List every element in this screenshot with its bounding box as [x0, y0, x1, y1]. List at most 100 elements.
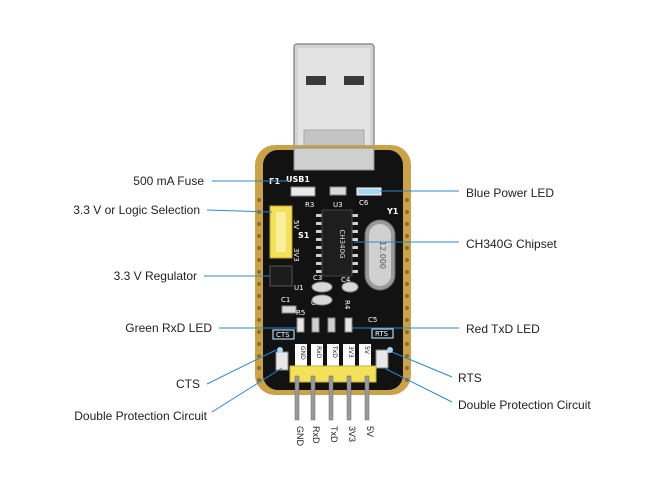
usb-hole-left	[306, 76, 326, 85]
callout-cts: CTS	[176, 377, 200, 391]
edge-hole	[405, 234, 409, 238]
cts-pad	[277, 347, 283, 353]
edge-hole	[257, 246, 261, 250]
leader-cts	[206, 349, 277, 385]
label-u1: U1	[294, 284, 304, 292]
label-sel-5v: 5V	[292, 220, 300, 229]
leader-protection-right	[385, 368, 453, 403]
chip-pin	[316, 254, 322, 257]
leader-logic	[206, 209, 273, 213]
callout-blue-led: Blue Power LED	[466, 186, 554, 200]
edge-hole	[405, 198, 409, 202]
chip-pin	[316, 262, 322, 265]
chip-pin	[316, 222, 322, 225]
chip-pin	[352, 270, 358, 273]
callout-red-led: Red TxD LED	[466, 322, 540, 336]
callout-protection-left: Double Protection Circuit	[74, 409, 207, 423]
resistor-r-rx	[311, 317, 320, 333]
chip-pin	[352, 262, 358, 265]
crystal: 12.000	[364, 219, 396, 291]
capacitor-c3	[311, 281, 333, 293]
edge-hole	[405, 366, 409, 370]
chip-pin	[352, 254, 358, 257]
protection-diode-right	[375, 349, 389, 369]
edge-hole	[257, 354, 261, 358]
chip-pin	[316, 230, 322, 233]
chip-pin	[352, 214, 358, 217]
edge-hole	[257, 282, 261, 286]
pcb-board: USB1 F1 R3 U3 C6 Y1 5V 3V3 S1 CH340G 12.…	[255, 145, 411, 421]
tile-5v	[359, 344, 371, 366]
chip-pin	[316, 214, 322, 217]
pin-label-txd: TxD	[329, 426, 339, 443]
chip-pin	[352, 222, 358, 225]
usb-hole-right	[344, 76, 364, 85]
tile-text-rxd: RxD	[315, 346, 322, 359]
label-rts: RTS	[375, 330, 389, 338]
label-s1: S1	[298, 231, 310, 240]
edge-hole	[405, 306, 409, 310]
chip-pins	[316, 214, 358, 273]
fuse	[290, 186, 316, 197]
edge-hole	[405, 270, 409, 274]
edge-hole	[405, 354, 409, 358]
tile-3v3	[343, 344, 355, 366]
edge-hole	[257, 198, 261, 202]
label-r4: R4	[343, 300, 351, 310]
callout-green-led: Green RxD LED	[125, 321, 212, 335]
pin-label-tiles: GND RxD TxD 3V3 5V	[295, 344, 371, 366]
tile-text-3v3: 3V3	[347, 346, 354, 358]
pin-header	[289, 365, 377, 421]
edge-hole	[405, 342, 409, 346]
header-pin	[346, 375, 352, 421]
edge-hole	[257, 318, 261, 322]
chip-marking: CH340G	[338, 230, 346, 259]
pin-label-5v: 5V	[365, 426, 375, 437]
pin-label-gnd: GND	[295, 426, 305, 447]
pin-label-3v3: 3V3	[347, 426, 357, 442]
tile-rxd	[311, 344, 323, 366]
leader-rts	[391, 351, 453, 378]
edge-hole	[257, 306, 261, 310]
edge-hole	[405, 246, 409, 250]
chip-pin	[352, 230, 358, 233]
usb-solder-tab	[293, 147, 375, 171]
label-c3: C3	[313, 274, 322, 282]
tile-gnd	[295, 344, 307, 366]
callout-protection-right: Double Protection Circuit	[458, 398, 591, 412]
blue-power-led	[356, 187, 382, 196]
pin-label-rxd: RxD	[311, 426, 321, 444]
label-cts: CTS	[276, 331, 290, 339]
chip-pin	[316, 270, 322, 273]
callouts-left: 500 mA Fuse 3.3 V or Logic Selection 3.3…	[73, 174, 212, 423]
label-c6: C6	[359, 199, 369, 207]
callout-rts: RTS	[458, 371, 482, 385]
tile-text-5v: 5V	[363, 346, 370, 355]
edge-hole	[405, 258, 409, 262]
chip-pin	[316, 238, 322, 241]
edge-hole	[257, 378, 261, 382]
edge-hole	[405, 330, 409, 334]
pin-labels: GND RxD TxD 3V3 5V	[295, 426, 375, 447]
callouts-right: Blue Power LED CH340G Chipset Red TxD LE…	[458, 186, 591, 412]
tile-text-txd: TxD	[331, 345, 338, 358]
leader-protection-left	[211, 367, 283, 413]
label-r5: R5	[296, 309, 305, 317]
callout-logic-selection: 3.3 V or Logic Selection	[73, 203, 200, 217]
label-y1: Y1	[386, 207, 399, 216]
label-u3: U3	[333, 201, 343, 209]
callout-chipset: CH340G Chipset	[466, 237, 557, 251]
protection-diode-left	[275, 351, 289, 371]
chip-pin	[352, 238, 358, 241]
switch-slot	[276, 212, 286, 252]
label-c5: C5	[368, 316, 377, 324]
smd-part-top	[329, 186, 347, 196]
header-pins	[294, 375, 370, 421]
header-pin	[328, 375, 334, 421]
edge-hole	[257, 330, 261, 334]
edge-hole	[257, 234, 261, 238]
edge-holes	[257, 198, 409, 382]
capacitor-c2	[311, 294, 333, 306]
